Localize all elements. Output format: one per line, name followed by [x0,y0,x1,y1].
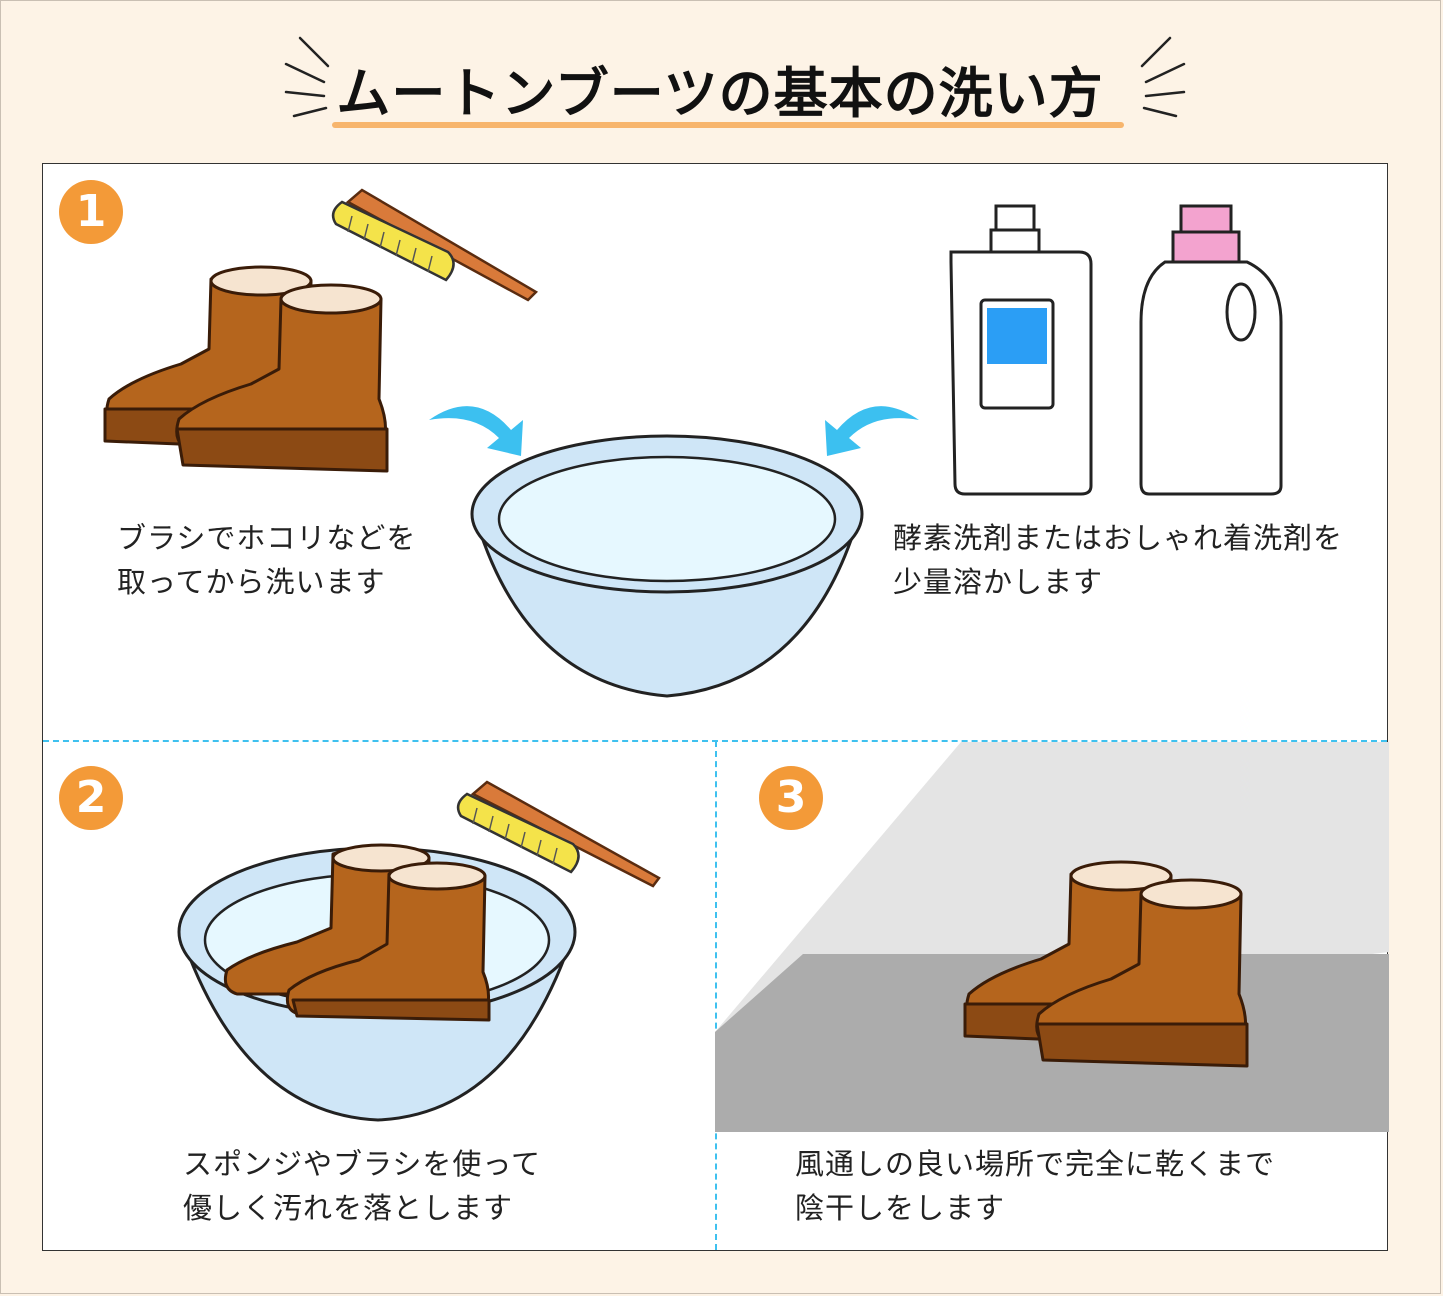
divider-vertical [715,741,717,1250]
emphasis-lines-right-icon [1140,36,1186,118]
brush-icon [331,188,539,302]
detergent-bottle-icon [1139,204,1283,496]
boots-icon [103,265,389,473]
title-block: ムートンブーツの基本の洗い方 [280,30,1186,140]
basin-icon [470,434,864,698]
step-2-number-badge: 2 [59,766,123,830]
page-title: ムートンブーツの基本の洗い方 [336,62,1104,125]
instructions-panel: 1 ブラシでホコリなどを 取ってから洗います [42,163,1389,1251]
step-3-number-badge: 3 [759,766,823,830]
step-1-caption-left: ブラシでホコリなどを 取ってから洗います [117,521,417,599]
emphasis-lines-left-icon [284,36,330,118]
arrow-right-icon [429,406,523,456]
detergent-bottle-icon [949,204,1093,496]
step-2-caption: スポンジやブラシを使って 優しく汚れを落とします [183,1147,541,1225]
arrow-left-icon [825,406,919,456]
step-3-caption: 風通しの良い場所で完全に乾くまで 陰干しをします [795,1147,1276,1225]
brush-icon [456,780,661,888]
title-underline [332,122,1124,128]
step-1-caption-right: 酵素洗剤またはおしゃれ着洗剤を 少量溶かします [893,521,1344,599]
boots-icon [963,860,1249,1068]
step-1-number-badge: 1 [59,180,123,244]
boots-in-basin-icon [177,843,577,1122]
